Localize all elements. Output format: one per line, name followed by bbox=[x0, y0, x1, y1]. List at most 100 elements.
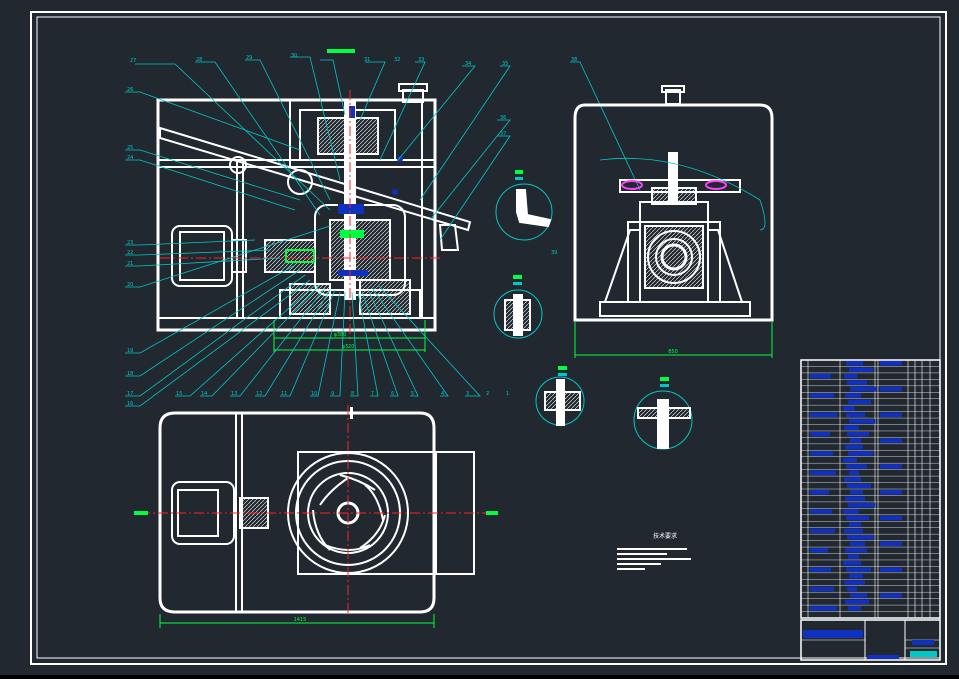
parts-list-entry bbox=[880, 515, 902, 521]
balloon-12: 12 bbox=[256, 391, 262, 397]
parts-list-entry bbox=[810, 412, 837, 418]
parts-list-entry bbox=[880, 567, 902, 572]
parts-list-entry bbox=[844, 580, 865, 585]
title-block bbox=[800, 619, 941, 661]
parts-list-entry bbox=[848, 554, 859, 559]
detail-marks bbox=[513, 170, 669, 387]
balloon-34: 34 bbox=[465, 61, 471, 67]
parts-list-entry bbox=[880, 490, 902, 495]
parts-list-entry bbox=[844, 477, 861, 482]
balloon-16: 16 bbox=[127, 401, 133, 407]
balloon-35: 35 bbox=[502, 61, 508, 67]
parts-list-entry bbox=[847, 586, 857, 592]
balloon-18: 18 bbox=[127, 371, 133, 377]
parts-list-entry bbox=[845, 599, 869, 605]
balloon-4: 4 bbox=[441, 391, 444, 397]
balloon-39: 39 bbox=[551, 250, 557, 256]
parts-list-entry bbox=[847, 535, 873, 540]
balloon-5: 5 bbox=[411, 391, 414, 397]
parts-list-entry bbox=[846, 361, 863, 366]
tech-requirements-title: 技术要求 bbox=[653, 532, 677, 540]
balloon-26: 26 bbox=[127, 87, 133, 93]
parts-list-entry bbox=[844, 425, 859, 430]
parts-list-entry bbox=[845, 496, 865, 501]
balloon-23: 23 bbox=[127, 240, 133, 246]
parts-list-entry bbox=[845, 444, 863, 450]
balloon-30: 30 bbox=[291, 53, 297, 59]
parts-list-entry bbox=[843, 509, 859, 514]
balloon-20: 20 bbox=[127, 282, 133, 288]
parts-list-entry bbox=[849, 573, 863, 579]
parts-list-entry bbox=[880, 412, 902, 418]
balloon-31: 31 bbox=[364, 57, 370, 63]
balloon-29: 29 bbox=[246, 55, 252, 61]
balloon-37: 37 bbox=[500, 131, 506, 137]
parts-list-entry bbox=[880, 541, 902, 547]
parts-list-entry bbox=[847, 483, 871, 488]
balloon-27: 27 bbox=[130, 58, 136, 64]
inner-border bbox=[36, 16, 941, 659]
balloon-14: 14 bbox=[201, 391, 207, 397]
balloon-6: 6 bbox=[391, 391, 394, 397]
parts-list-entry bbox=[846, 515, 869, 521]
parts-list-entry bbox=[810, 586, 834, 592]
parts-list-entry bbox=[850, 593, 867, 598]
balloon-21: 21 bbox=[127, 261, 133, 267]
parts-list-entry bbox=[846, 567, 871, 572]
balloon-36: 36 bbox=[500, 115, 506, 121]
parts-list-entry bbox=[850, 386, 877, 392]
parts-list-entry bbox=[845, 548, 867, 553]
parts-list-entry bbox=[844, 373, 857, 379]
parts-list-entry bbox=[810, 393, 834, 398]
leader-lines bbox=[125, 56, 641, 407]
balloon-10: 10 bbox=[311, 391, 317, 397]
tech-requirements-lines bbox=[617, 548, 691, 570]
parts-list-entry bbox=[848, 502, 875, 508]
parts-list-entry bbox=[847, 431, 869, 437]
parts-list-entry bbox=[880, 386, 902, 392]
parts-list-entry bbox=[846, 464, 867, 469]
parts-list-entry bbox=[810, 509, 832, 514]
parts-list-entry bbox=[846, 412, 865, 418]
balloon-38: 38 bbox=[571, 57, 577, 63]
parts-list-entry bbox=[810, 431, 830, 437]
balloon-28: 28 bbox=[196, 57, 202, 63]
balloon-15: 15 bbox=[176, 391, 182, 397]
plan-view bbox=[158, 407, 475, 614]
plan-view-accents bbox=[134, 405, 498, 628]
balloon-13: 13 bbox=[231, 391, 237, 397]
parts-list-entry bbox=[810, 567, 831, 572]
balloon-25: 25 bbox=[127, 145, 133, 151]
side-view-accents bbox=[574, 157, 773, 358]
parts-list-entry bbox=[810, 470, 836, 476]
balloon-24: 24 bbox=[127, 155, 133, 161]
parts-list-entry bbox=[850, 438, 861, 443]
parts-list-entry bbox=[810, 451, 833, 456]
front-view-accents bbox=[160, 49, 440, 340]
balloon-9: 9 bbox=[331, 391, 334, 397]
balloon-3: 3 bbox=[466, 391, 469, 397]
parts-list-entry bbox=[843, 457, 857, 463]
balloon-32: 32 bbox=[394, 57, 400, 63]
parts-list-entry bbox=[843, 560, 861, 566]
front-dimensions bbox=[273, 320, 426, 352]
parts-list-entry bbox=[848, 606, 861, 611]
parts-list-entry bbox=[850, 541, 865, 547]
parts-list-entry bbox=[880, 438, 902, 443]
parts-list-entry bbox=[880, 464, 902, 469]
parts-list-entry bbox=[849, 367, 873, 372]
parts-list-entry bbox=[810, 373, 831, 379]
parts-list-entry bbox=[844, 528, 863, 534]
parts-list-table bbox=[800, 359, 941, 619]
balloon-2: 2 bbox=[486, 391, 489, 397]
balloon-8: 8 bbox=[351, 391, 354, 397]
parts-list-entry bbox=[810, 548, 828, 553]
parts-list-entry bbox=[850, 490, 863, 495]
balloon-33: 33 bbox=[418, 57, 424, 63]
balloon-19: 19 bbox=[127, 348, 133, 354]
balloon-17: 17 bbox=[127, 391, 133, 397]
side-view bbox=[573, 85, 774, 322]
dimension-plan: 1415 bbox=[294, 617, 307, 623]
